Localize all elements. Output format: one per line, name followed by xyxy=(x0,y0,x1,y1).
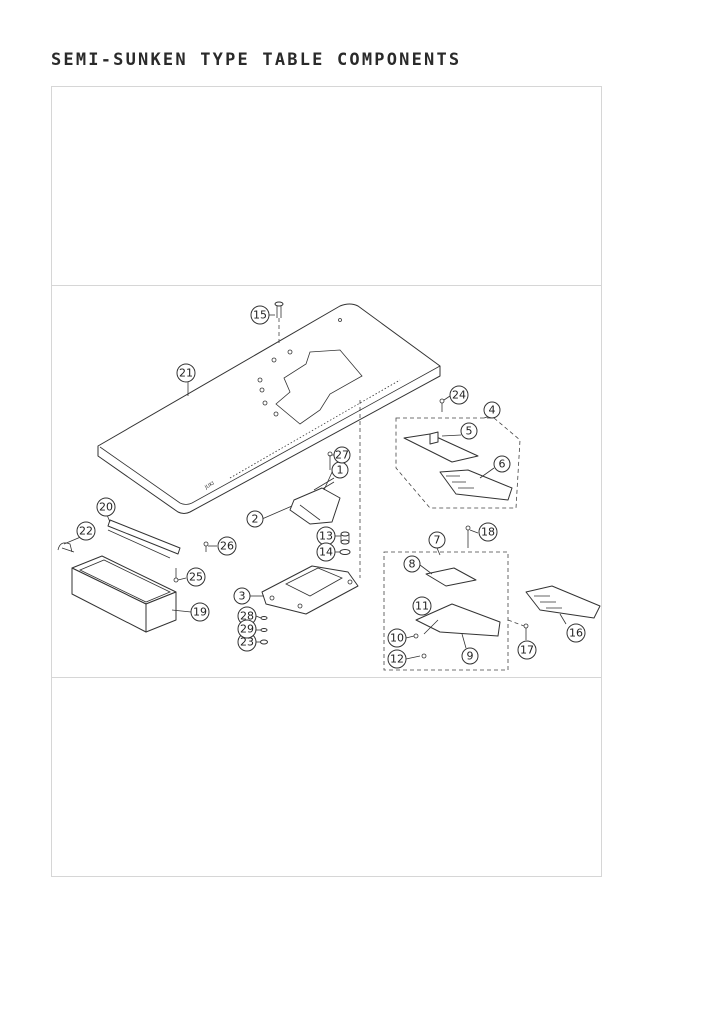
svg-text:20: 20 xyxy=(99,501,113,514)
callout-9: 9 xyxy=(461,647,479,665)
callout-10: 10 xyxy=(387,628,407,648)
svg-text:26: 26 xyxy=(220,540,234,553)
svg-text:10: 10 xyxy=(390,632,404,645)
svg-text:7: 7 xyxy=(434,534,441,547)
callout-23: 23 xyxy=(237,632,257,652)
svg-text:19: 19 xyxy=(193,606,207,619)
knee-lifter-base xyxy=(261,565,359,615)
callout-1: 1 xyxy=(331,461,349,479)
callout-20: 20 xyxy=(96,497,116,517)
svg-text:28: 28 xyxy=(240,610,254,623)
callout-4: 4 xyxy=(483,401,501,419)
svg-text:16: 16 xyxy=(569,627,583,640)
svg-text:6: 6 xyxy=(499,458,506,471)
bracket-5 xyxy=(403,398,479,463)
callout-24: 24 xyxy=(449,385,469,405)
callout-11: 11 xyxy=(412,596,432,616)
bolt-15 xyxy=(274,301,284,344)
svg-text:21: 21 xyxy=(179,367,193,380)
callout-6: 6 xyxy=(493,455,511,473)
svg-text:29: 29 xyxy=(240,623,254,636)
group-box-7-9 xyxy=(383,551,509,671)
plate-8 xyxy=(425,525,477,587)
svg-text:8: 8 xyxy=(409,558,416,571)
callout-2: 2 xyxy=(246,510,264,528)
svg-text:27: 27 xyxy=(335,449,349,462)
callout-3: 3 xyxy=(233,587,251,605)
svg-text:5: 5 xyxy=(466,425,473,438)
svg-text:14: 14 xyxy=(319,546,333,559)
washers-28-29-23 xyxy=(260,616,268,645)
svg-text:18: 18 xyxy=(481,526,495,539)
bracket-6 xyxy=(439,469,513,501)
svg-text:4: 4 xyxy=(489,404,496,417)
callout-22: 22 xyxy=(76,521,96,541)
frame-divider-bottom xyxy=(51,677,602,678)
callout-18: 18 xyxy=(478,522,498,542)
bushing-13-14 xyxy=(339,531,351,555)
svg-text:13: 13 xyxy=(319,530,333,543)
svg-text:25: 25 xyxy=(189,571,203,584)
svg-text:23: 23 xyxy=(240,636,254,649)
callout-28: 28 xyxy=(237,606,257,626)
svg-text:2: 2 xyxy=(252,513,259,526)
svg-text:17: 17 xyxy=(520,644,534,657)
bracket-16 xyxy=(507,585,601,629)
callout-19: 19 xyxy=(190,602,210,622)
callout-27: 27 xyxy=(333,446,351,464)
page-title: SEMI-SUNKEN TYPE TABLE COMPONENTS xyxy=(51,50,462,70)
svg-text:3: 3 xyxy=(239,590,246,603)
callout-21: 21 xyxy=(176,363,196,383)
callout-5: 5 xyxy=(460,422,478,440)
svg-text:11: 11 xyxy=(415,600,429,613)
table-top: JUKI xyxy=(97,303,441,514)
svg-text:9: 9 xyxy=(467,650,474,663)
svg-text:1: 1 xyxy=(337,464,344,477)
callout-7: 7 xyxy=(428,531,446,549)
drawer xyxy=(71,555,177,633)
frame-divider-top xyxy=(51,285,602,286)
callout-29: 29 xyxy=(237,619,257,639)
callout-16: 16 xyxy=(566,623,586,643)
callout-26: 26 xyxy=(217,536,237,556)
svg-text:22: 22 xyxy=(79,525,93,538)
callout-12: 12 xyxy=(387,649,407,669)
callout-14: 14 xyxy=(316,542,336,562)
svg-text:15: 15 xyxy=(253,309,267,322)
table-brand-mark: JUKI xyxy=(203,481,215,492)
svg-text:24: 24 xyxy=(452,389,466,402)
knee-lifter-upper xyxy=(289,451,341,525)
callout-25: 25 xyxy=(186,567,206,587)
diagram-frame xyxy=(51,86,602,877)
drawer-rail xyxy=(57,519,209,583)
callout-17: 17 xyxy=(517,640,537,660)
callout-13: 13 xyxy=(316,526,336,546)
callout-15: 15 xyxy=(250,305,270,325)
svg-text:12: 12 xyxy=(390,653,404,666)
callout-8: 8 xyxy=(403,555,421,573)
